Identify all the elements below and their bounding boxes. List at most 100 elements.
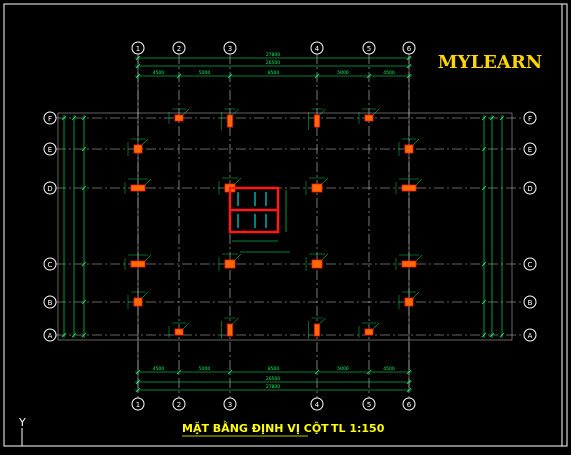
grid-bubble-bottom-5-label: 5 xyxy=(367,401,371,409)
grid-bubble-top-3 xyxy=(223,41,237,55)
grid-bubble-right-F-label: F xyxy=(528,115,532,123)
dim-bottom-spans-tick xyxy=(366,369,372,375)
column xyxy=(398,291,420,309)
dim-bottom-span-text: 8500 xyxy=(268,366,280,372)
dim-right-chain-1-tick xyxy=(499,115,505,121)
grid-bubble-left-D xyxy=(43,181,57,195)
grid-bubble-top-1-label: 1 xyxy=(136,45,140,53)
grid-bubble-bottom-3-label: 3 xyxy=(228,401,232,409)
column-section xyxy=(133,144,143,154)
dim-left-chain-0-tick xyxy=(61,115,67,121)
dim-right-chain-0-tick xyxy=(489,115,495,121)
dim-top-spans-tick xyxy=(366,73,372,79)
grid-bubble-top-2 xyxy=(172,41,186,55)
dim-top-outer-text: 27800 xyxy=(266,52,280,58)
column xyxy=(395,254,423,270)
grid-bubble-right-F xyxy=(523,111,537,125)
grid-bubble-right-C-label: C xyxy=(528,261,533,269)
column-leader xyxy=(372,108,380,116)
grid-bubble-left-B-label: B xyxy=(48,299,53,307)
column xyxy=(168,322,190,338)
drawing-title: MẶT BẰNG ĐỊNH VỊ CỘT xyxy=(182,420,329,435)
grid-bubble-bottom-1-label: 1 xyxy=(136,401,140,409)
dim-bottom-spans-tick xyxy=(314,369,320,375)
column xyxy=(398,138,420,156)
dim-top-spans-tick xyxy=(227,73,233,79)
column-leader xyxy=(415,254,423,262)
grid-bubble-right-D xyxy=(523,181,537,195)
dim-left-spans-tick xyxy=(81,299,87,305)
dim-top-span-text: 4500 xyxy=(383,70,395,76)
column-section xyxy=(314,323,320,337)
column-section xyxy=(133,297,143,307)
column-leader xyxy=(234,253,242,261)
brand-logo: MYLEARN xyxy=(438,52,543,73)
grid-bubble-right-B xyxy=(523,295,537,309)
grid-bubble-left-D-label: D xyxy=(47,185,52,193)
dim-bottom-spans-tick xyxy=(227,369,233,375)
grid-bubble-bottom-1 xyxy=(131,397,145,411)
column xyxy=(308,108,326,130)
dim-left-chain-0-tick xyxy=(61,332,67,338)
column xyxy=(358,108,380,124)
grid-bubble-bottom-2 xyxy=(172,397,186,411)
column-section xyxy=(404,144,414,154)
column-section xyxy=(364,114,374,122)
grid-bubble-bottom-4 xyxy=(310,397,324,411)
column xyxy=(124,254,152,270)
grid-bubble-left-F xyxy=(43,111,57,125)
column-section xyxy=(130,260,146,268)
dim-right-spans-tick xyxy=(481,115,487,121)
dim-top-span-text: 5000 xyxy=(337,70,349,76)
dim-bottom-outer-text: 27800 xyxy=(266,384,280,390)
column-leader xyxy=(232,317,239,325)
column-leader xyxy=(141,138,149,146)
grid-bubble-right-A xyxy=(523,328,537,342)
grid-bubble-bottom-6 xyxy=(402,397,416,411)
grid-bubble-right-E-label: E xyxy=(528,146,532,154)
dim-left-spans-tick xyxy=(81,146,87,152)
grid-bubble-top-4 xyxy=(310,41,324,55)
grid-bubble-top-5 xyxy=(362,41,376,55)
grid-bubble-right-D-label: D xyxy=(527,185,532,193)
column xyxy=(218,253,242,271)
dim-top-span-text: 5000 xyxy=(199,70,211,76)
grid-bubble-left-A xyxy=(43,328,57,342)
grid-bubble-right-A-label: A xyxy=(528,332,533,340)
column-leader xyxy=(321,253,329,261)
column-section xyxy=(364,328,374,336)
grid-bubble-bottom-3 xyxy=(223,397,237,411)
dim-left-spans-tick xyxy=(81,261,87,267)
column-section xyxy=(311,183,323,193)
grid-bubble-bottom-2-label: 2 xyxy=(177,401,181,409)
dim-top-span-text: 4500 xyxy=(153,70,165,76)
ucs-icon: Y xyxy=(18,416,40,447)
column-leader xyxy=(232,108,239,116)
grid-bubble-top-3-label: 3 xyxy=(228,45,232,53)
column-section xyxy=(174,328,184,336)
column-section xyxy=(404,297,414,307)
dim-bottom-span-text: 4500 xyxy=(153,366,165,372)
dim-bottom-spans-tick xyxy=(176,369,182,375)
dim-left-chain-1-tick xyxy=(71,115,77,121)
column-section xyxy=(224,259,236,269)
dim-left-spans-tick xyxy=(81,332,87,338)
grid-bubble-left-E xyxy=(43,142,57,156)
building-edge-outline xyxy=(57,112,513,341)
column xyxy=(395,178,423,194)
column-leader xyxy=(144,178,152,186)
dim-right-spans-tick xyxy=(481,185,487,191)
column-leader xyxy=(372,322,380,330)
grid-bubble-bottom-6-label: 6 xyxy=(407,401,412,409)
dim-right-chain-1-tick xyxy=(499,332,505,338)
column-leader xyxy=(144,254,152,262)
column xyxy=(168,108,190,124)
grid-bubble-top-5-label: 5 xyxy=(367,45,371,53)
dim-top-inner-text: 26500 xyxy=(266,60,280,66)
grid-bubble-left-B xyxy=(43,295,57,309)
grid-bubble-right-C xyxy=(523,257,537,271)
column-section xyxy=(401,260,417,268)
dim-right-spans-tick xyxy=(481,146,487,152)
column-leader xyxy=(319,317,326,325)
